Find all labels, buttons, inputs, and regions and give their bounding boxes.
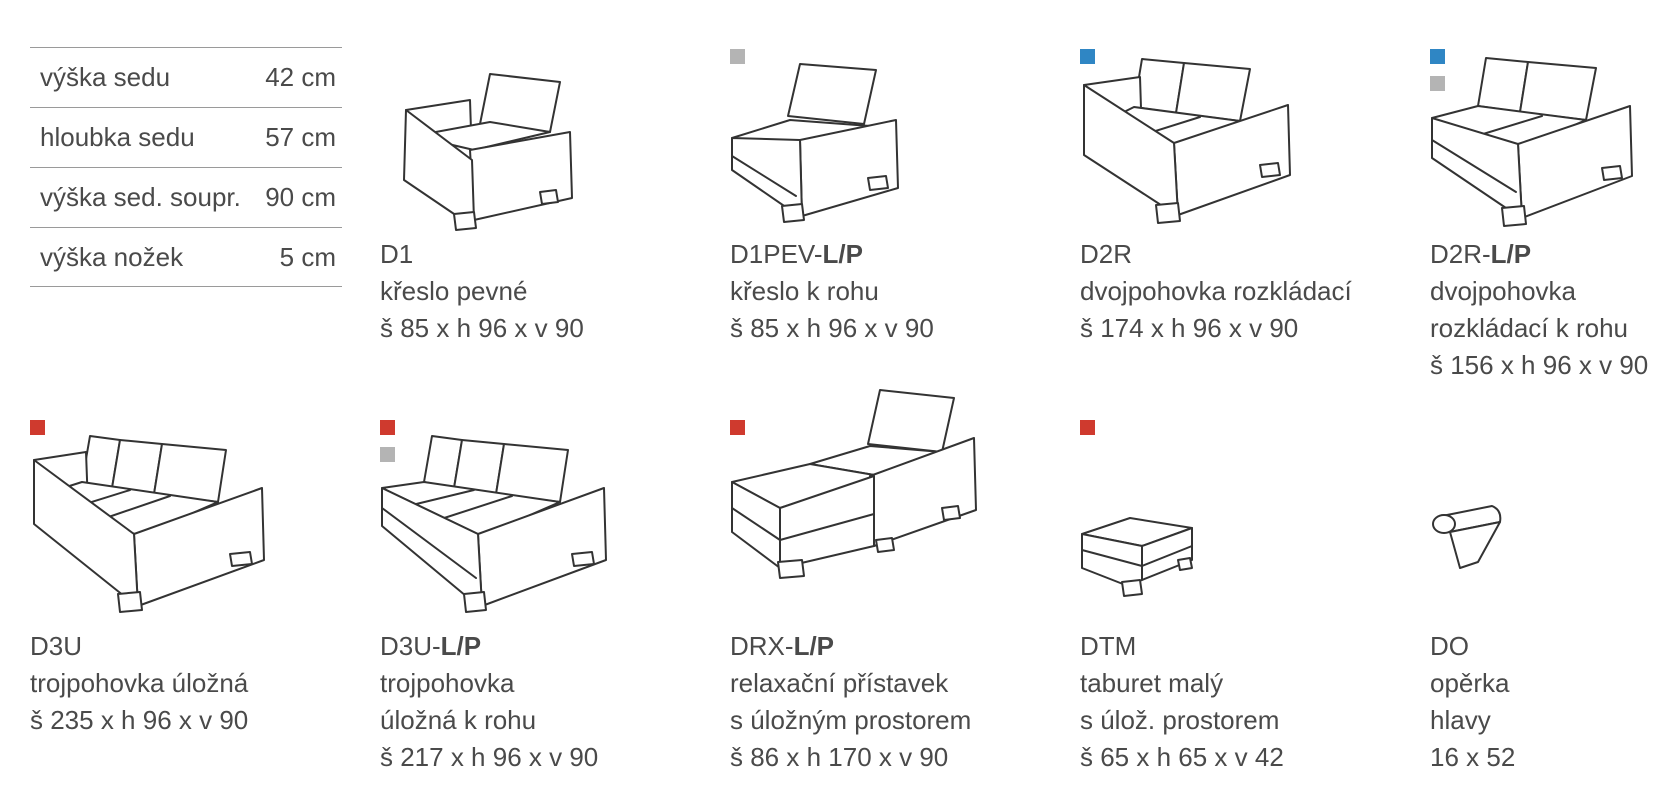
product-line: š 217 x h 96 x v 90 xyxy=(380,742,599,772)
product-caption: DO opěrka hlavy 16 x 52 xyxy=(1430,628,1515,776)
color-marker-grey xyxy=(1430,76,1445,91)
product-code: DO xyxy=(1430,631,1469,661)
product-line: křeslo pevné xyxy=(380,276,528,306)
color-marker-blue xyxy=(1080,49,1095,64)
product-code-suffix: L/P xyxy=(822,239,863,269)
product-caption: D3U trojpohovka úložná š 235 x h 96 x v … xyxy=(30,628,248,739)
product-line: křeslo k rohu xyxy=(730,276,879,306)
product-code: DTM xyxy=(1080,631,1137,661)
spec-row: výška sedu 42 cm xyxy=(30,47,342,107)
product-line: opěrka xyxy=(1430,668,1510,698)
spec-value: 42 cm xyxy=(265,62,336,92)
product-line: š 65 x h 65 x v 42 xyxy=(1080,742,1284,772)
product-line: dvojpohovka rozkládací xyxy=(1080,276,1352,306)
spec-label: výška sed. soupr. xyxy=(40,182,241,212)
product-line: s úlož. prostorem xyxy=(1080,705,1280,735)
product-line: úložná k rohu xyxy=(380,705,537,735)
product-code: D2R xyxy=(1080,239,1133,269)
spec-label: výška sedu xyxy=(40,62,171,92)
spec-table: výška sedu 42 cm hloubka sedu 57 cm výšk… xyxy=(30,47,342,287)
product-code: D3U- xyxy=(380,631,441,661)
corner-loveseat-icon xyxy=(1431,57,1633,227)
spec-row: hloubka sedu 57 cm xyxy=(30,107,342,167)
loveseat-icon xyxy=(1083,58,1291,224)
product-line: š 85 x h 96 x v 90 xyxy=(380,313,584,343)
product-code-suffix: L/P xyxy=(793,631,835,661)
product-code: D1PEV- xyxy=(730,239,823,269)
product-line: trojpohovka úložná xyxy=(30,668,249,698)
spec-value: 5 cm xyxy=(279,241,336,272)
color-marker-red xyxy=(30,420,45,435)
chaise-icon xyxy=(731,389,977,579)
color-marker-grey xyxy=(730,49,745,64)
sofa-icon xyxy=(33,435,265,613)
product-caption: D1PEV-L/P křeslo k rohu š 85 x h 96 x v … xyxy=(730,236,934,347)
product-caption: D2R dvojpohovka rozkládací š 174 x h 96 … xyxy=(1080,236,1352,347)
product-caption: DTM taburet malý s úlož. prostorem š 65 … xyxy=(1080,628,1284,776)
product-code: D3U xyxy=(30,631,83,661)
corner-armchair-icon xyxy=(731,63,899,223)
product-line: dvojpohovka xyxy=(1430,276,1576,306)
product-caption: D3U-L/P trojpohovka úložná k rohu š 217 … xyxy=(380,628,598,776)
product-line: š 235 x h 96 x v 90 xyxy=(30,705,249,735)
product-code: D1 xyxy=(380,239,414,269)
color-marker-grey xyxy=(380,447,395,462)
product-line: trojpohovka xyxy=(380,668,515,698)
armchair-icon xyxy=(403,73,573,231)
product-line: hlavy xyxy=(1430,705,1491,735)
spec-label: výška nožek xyxy=(40,241,184,272)
product-line: 16 x 52 xyxy=(1430,742,1516,772)
spec-row: výška sed. soupr. 90 cm xyxy=(30,167,342,227)
color-marker-red xyxy=(1080,420,1095,435)
spec-value: 57 cm xyxy=(265,122,336,152)
spec-label: hloubka sedu xyxy=(40,122,195,152)
product-line: rozkládací k rohu xyxy=(1430,313,1628,343)
color-marker-red xyxy=(730,420,745,435)
product-line: relaxační přístavek xyxy=(730,668,949,698)
product-code: DRX- xyxy=(730,631,794,661)
product-code-suffix: L/P xyxy=(440,631,482,661)
color-marker-red xyxy=(380,420,395,435)
product-code-suffix: L/P xyxy=(1490,239,1532,269)
ottoman-icon xyxy=(1081,517,1193,597)
product-caption: DRX-L/P relaxační přístavek s úložným pr… xyxy=(730,628,971,776)
product-line: š 86 x h 170 x v 90 xyxy=(730,742,949,772)
product-line: š 156 x h 96 x v 90 xyxy=(1430,350,1649,380)
product-line: taburet malý xyxy=(1080,668,1224,698)
color-marker-blue xyxy=(1430,49,1445,64)
product-code: D2R- xyxy=(1430,239,1491,269)
spec-row: výška nožek 5 cm xyxy=(30,227,342,287)
headrest-icon xyxy=(1432,505,1502,569)
spec-value: 90 cm xyxy=(265,182,336,212)
product-line: š 85 x h 96 x v 90 xyxy=(730,313,934,343)
product-line: s úložným prostorem xyxy=(730,705,972,735)
corner-sofa-icon xyxy=(381,435,607,613)
product-caption: D2R-L/P dvojpohovka rozkládací k rohu š … xyxy=(1430,236,1648,384)
product-line: š 174 x h 96 x v 90 xyxy=(1080,313,1299,343)
product-caption: D1 křeslo pevné š 85 x h 96 x v 90 xyxy=(380,236,584,347)
